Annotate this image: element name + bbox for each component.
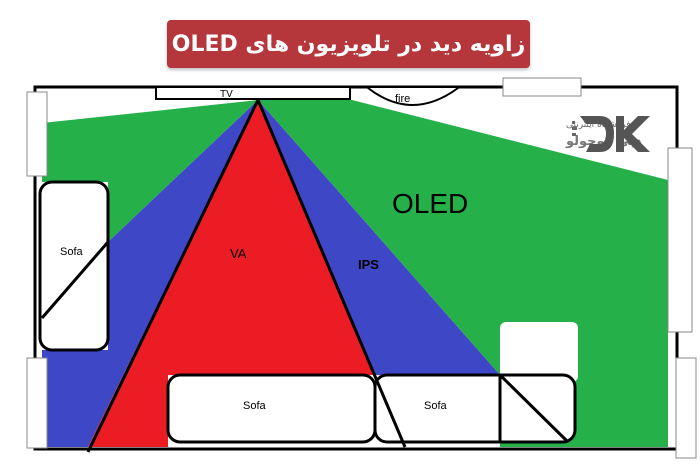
oled-viewing-zone-left	[42, 100, 258, 242]
ips-viewing-zone	[258, 100, 500, 375]
window-right-top	[667, 147, 693, 333]
sofa-bottom-middle-label: Sofa	[243, 400, 267, 412]
viewing-line-va-right	[256, 99, 407, 448]
dk-logo-icon	[572, 116, 650, 152]
sofa-bottom-right-label: Sofa	[424, 400, 448, 412]
ips-label: IPS	[358, 257, 379, 272]
sofa-left-label: Sofa	[60, 246, 84, 258]
viewing-line-left-sofa	[40, 241, 110, 319]
sofa-bottom-right	[373, 373, 577, 444]
viewing-line-va-left	[86, 99, 260, 453]
window-left-top	[26, 91, 48, 177]
window-top-right	[502, 77, 582, 97]
sofa-bottom-middle	[166, 373, 377, 444]
oled-label: OLED	[392, 188, 468, 219]
ips-viewing-zone-left	[42, 100, 258, 447]
va-label: VA	[230, 246, 247, 261]
floor-light-patch	[500, 322, 578, 382]
viewing-line-right-sofa	[498, 373, 570, 444]
fireplace	[367, 87, 459, 106]
title-banner: زاویه دید در تلویزیون های OLED	[167, 20, 530, 68]
window-right-bottom	[675, 357, 697, 459]
window-left-bottom	[26, 357, 48, 449]
tv-unit	[155, 86, 351, 100]
tv-label: TV	[220, 89, 233, 100]
diagram-title: زاویه دید در تلویزیون های OLED	[171, 31, 526, 57]
va-viewing-zone	[88, 100, 375, 447]
fire-label: fire	[395, 93, 410, 105]
sofa-left	[38, 180, 110, 352]
store-logo: فروشگاه اینترنتی دبی کوچولو	[565, 116, 650, 152]
